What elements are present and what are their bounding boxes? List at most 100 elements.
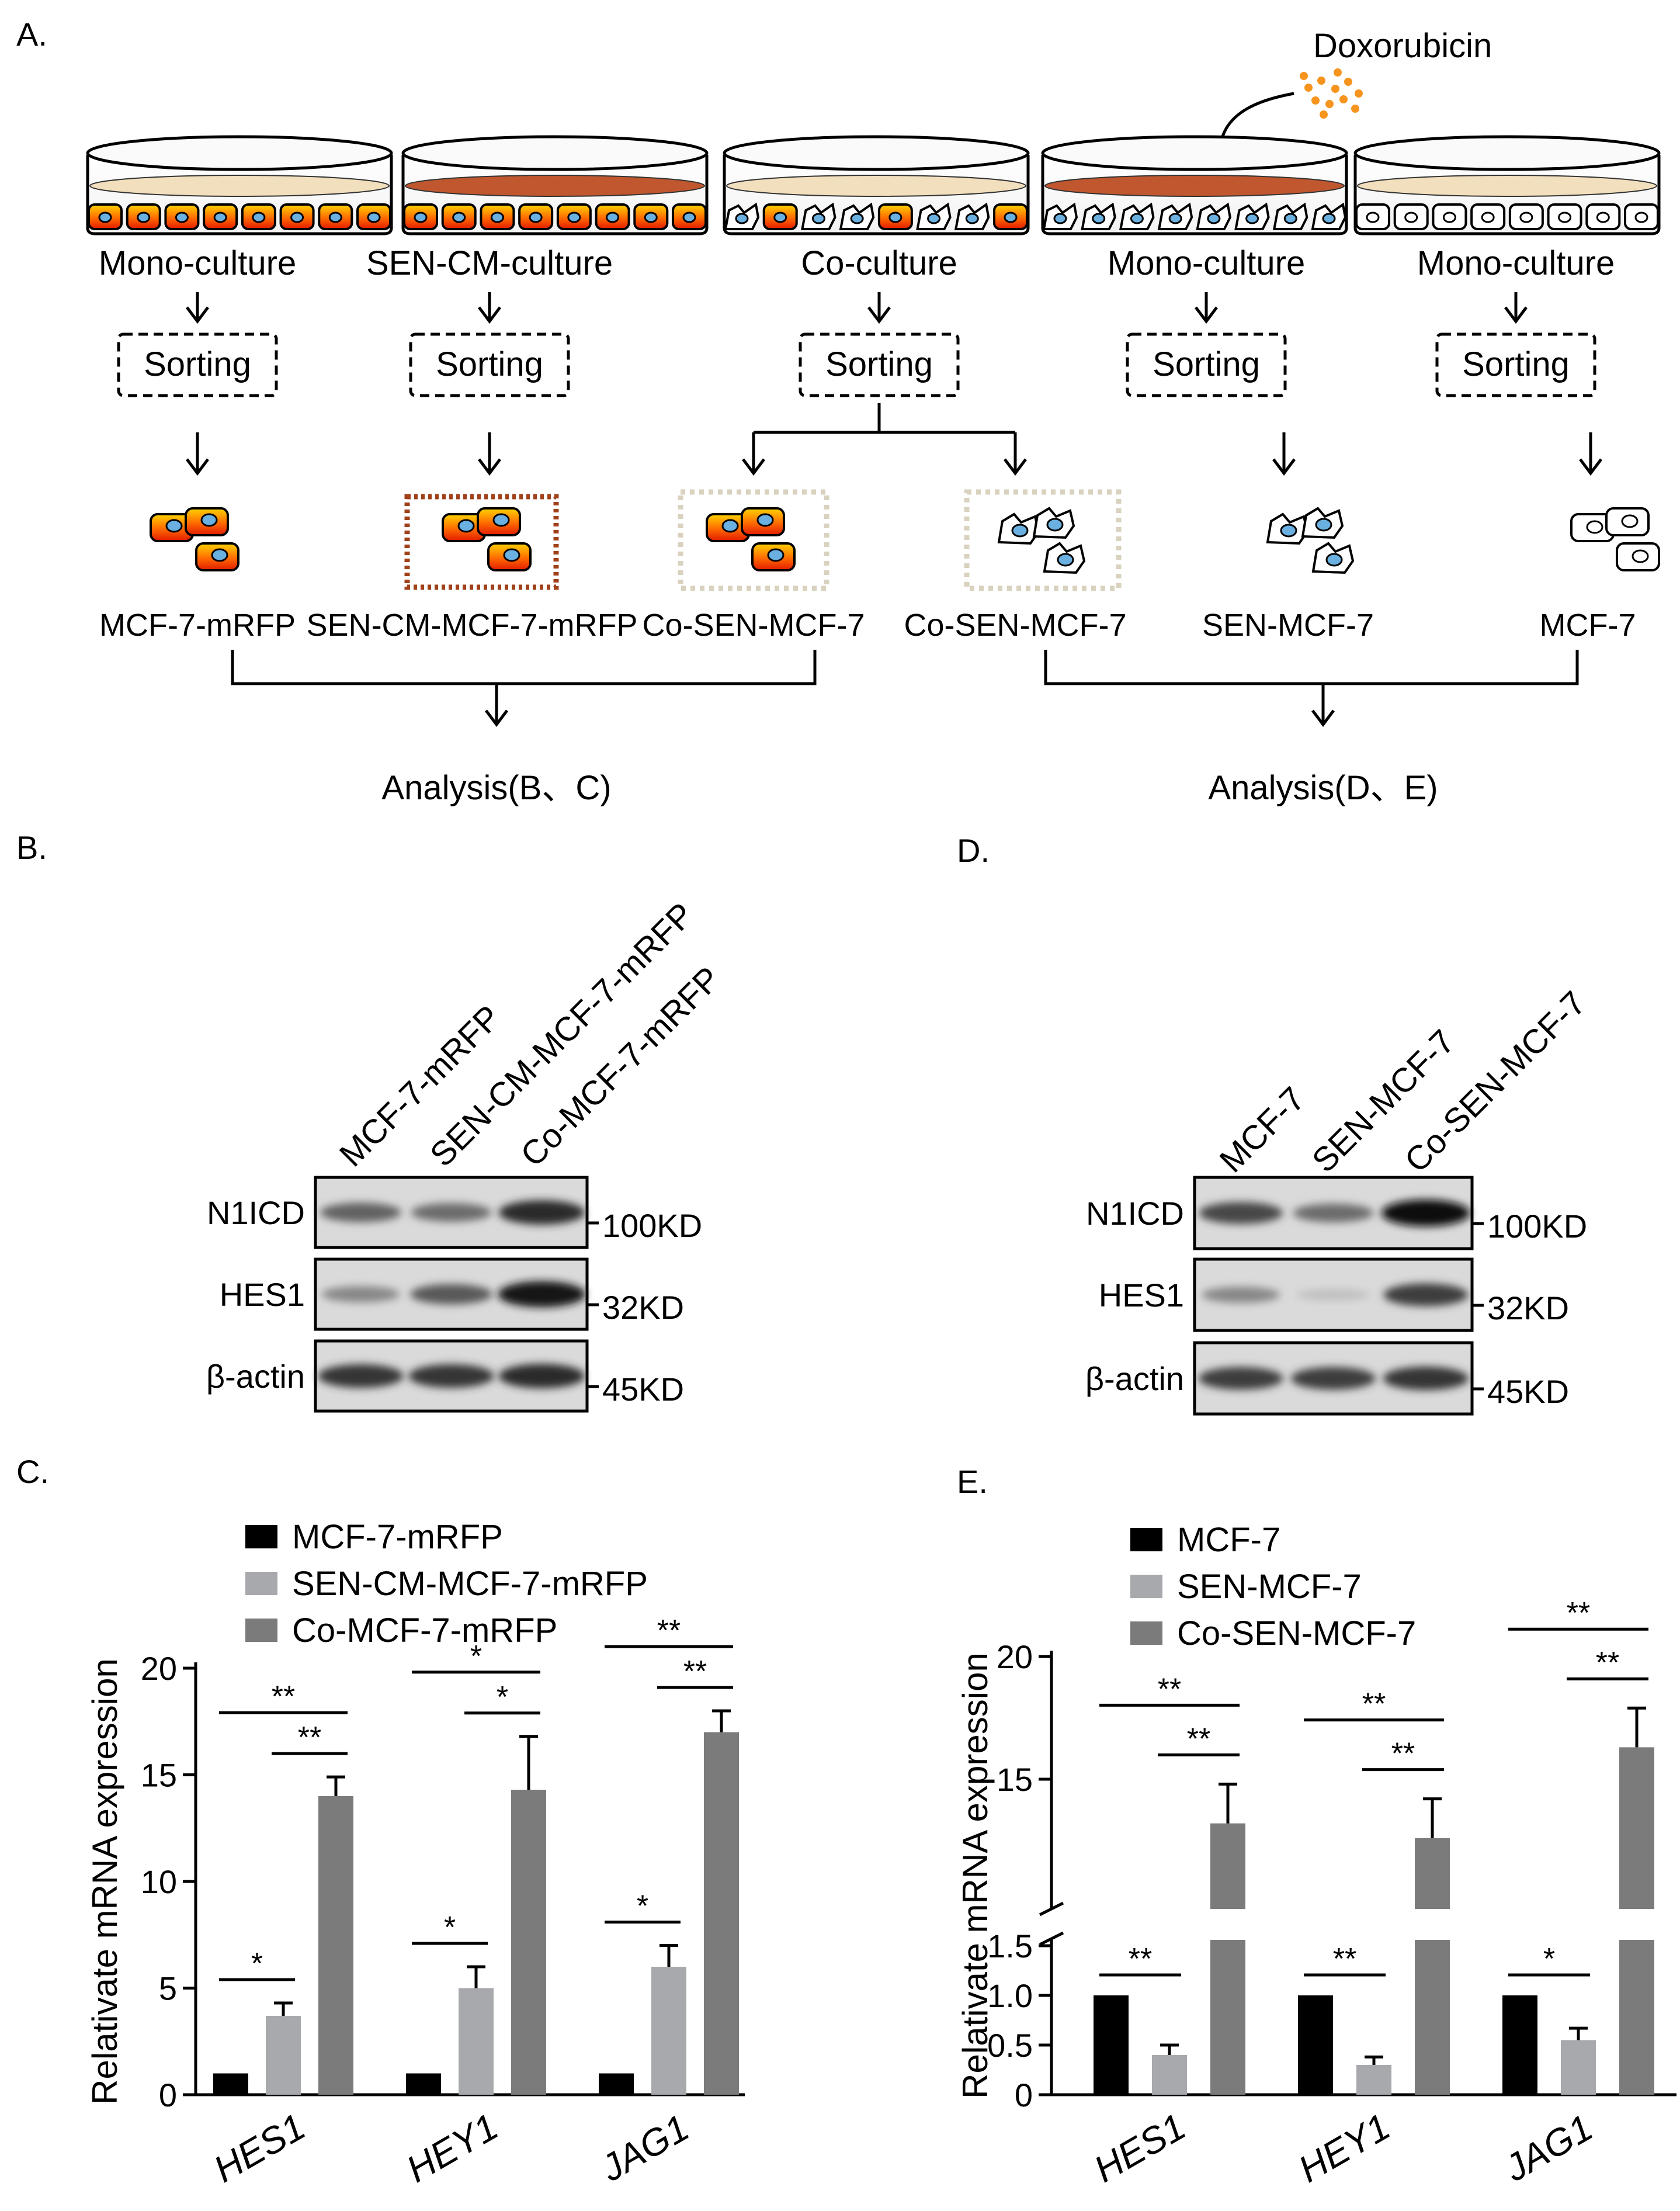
drug-dot (1300, 72, 1308, 80)
bar (1298, 1995, 1333, 2095)
protein-label: HES1 (1099, 1277, 1184, 1314)
cell-nucleus (773, 212, 787, 223)
arrow-to-sorting-head (1195, 306, 1218, 324)
blot-band (318, 1364, 404, 1388)
bar (1561, 2040, 1596, 2095)
size-marker-label: 32KD (602, 1289, 684, 1326)
sorting-label: Sorting (436, 345, 543, 383)
significance-mark: ** (1158, 1672, 1181, 1706)
drug-dot (1317, 77, 1325, 85)
dish-rim (723, 135, 1030, 171)
cell-nucleus (1632, 549, 1649, 563)
dish-medium (1044, 175, 1345, 197)
bar-lower-segment (1415, 1940, 1450, 2095)
category-label: HEY1 (400, 2105, 505, 2191)
workflow-arrows (117, 292, 1602, 727)
bar (511, 1790, 546, 2095)
blot-band (1383, 1366, 1469, 1391)
bar (213, 2073, 248, 2095)
cell-nucleus (965, 213, 979, 224)
significance-mark: ** (272, 1680, 295, 1714)
category-label: HES1 (207, 2105, 313, 2191)
bar (1502, 1995, 1537, 2095)
arrow-to-analysis-head (1311, 709, 1335, 727)
legend-swatch (245, 1572, 277, 1595)
y-tick-label: 20 (997, 1638, 1033, 1675)
sorting-label: Sorting (144, 345, 251, 383)
blot-band (1202, 1287, 1280, 1303)
cell-population-label: SEN-MCF-7 (1202, 608, 1374, 643)
arrow-to-cells-head (1004, 458, 1027, 476)
blot-band (408, 1364, 494, 1388)
drug-dot (1331, 85, 1339, 93)
legend-label: Co-MCF-7-mRFP (292, 1612, 557, 1649)
cell-nucleus (567, 212, 581, 223)
culture-dish-4 (1041, 135, 1348, 235)
y-tick-label: 20 (141, 1650, 177, 1687)
significance-mark: ** (1362, 1687, 1386, 1721)
cell-nucleus (1404, 212, 1418, 223)
y-tick-label: 0 (159, 2077, 177, 2113)
cell-nucleus (756, 513, 774, 527)
bar (318, 1796, 353, 2095)
legend-label: MCF-7-mRFP (292, 1518, 503, 1556)
panel-e-label: E. (957, 1463, 988, 1500)
culture-dish-1 (86, 135, 393, 235)
cell-nucleus (1481, 212, 1495, 223)
dish-rim (1041, 135, 1348, 171)
cell-population-label: MCF-7-mRFP (99, 608, 296, 643)
arrow-to-cells-head (1579, 458, 1602, 476)
cell-nucleus (1315, 518, 1332, 532)
bar (704, 1732, 739, 2095)
cell-nucleus (811, 213, 825, 224)
cell-nucleus (1634, 212, 1648, 223)
cell-nucleus (1053, 213, 1067, 224)
legend-label: SEN-CM-MCF-7-mRFP (292, 1565, 648, 1603)
cell-nucleus (644, 212, 658, 223)
highlight-box-beige (964, 489, 1122, 591)
analysis-left-label: Analysis(B、C) (381, 769, 611, 807)
cell-nucleus (888, 212, 903, 223)
bracket-left (231, 650, 817, 685)
blot-band (1381, 1200, 1470, 1226)
cell-nucleus (211, 548, 228, 562)
cell-nucleus (1092, 213, 1106, 224)
significance-mark: * (470, 1640, 482, 1673)
significance-mark: ** (657, 1614, 681, 1648)
lane-label: MCF-7-mRFP (332, 998, 508, 1174)
blot-band (411, 1203, 492, 1222)
dish-rim (86, 135, 393, 171)
cell-nucleus (1366, 212, 1380, 223)
blot-band (1199, 1202, 1283, 1224)
cell-nucleus (490, 212, 504, 223)
blot-band (1293, 1204, 1374, 1222)
arrow-to-analysis-head (485, 709, 508, 727)
panel-e-bar-chart: E. MCF-7SEN-MCF-7Co-SEN-MCF-700.51.01.51… (956, 1463, 1676, 2191)
arrow-to-sorting-head (478, 306, 501, 324)
cell-nucleus (98, 212, 112, 223)
arrow-to-sorting-head (186, 306, 209, 324)
cell-nucleus (1207, 213, 1221, 224)
legend-swatch (245, 1619, 277, 1642)
bar (1152, 2055, 1187, 2095)
dish-label: Mono-culture (1417, 244, 1615, 282)
size-marker-label: 100KD (1487, 1208, 1587, 1245)
sorting-label: Sorting (1153, 345, 1260, 383)
arrow-to-cells-head (742, 458, 765, 476)
blot-band (320, 1202, 402, 1222)
cell-nucleus (492, 513, 510, 527)
drug-dot (1334, 68, 1342, 77)
bar-upper-segment (1619, 1747, 1654, 1909)
cell-nucleus (137, 212, 151, 223)
cell-nucleus (252, 212, 266, 223)
significance-mark: ** (683, 1655, 707, 1689)
arrow-to-cells-head (186, 458, 209, 476)
drug-dot (1344, 78, 1352, 86)
size-marker-label: 45KD (1487, 1373, 1569, 1410)
drug-dot (1304, 84, 1313, 92)
blot-band (1296, 1289, 1370, 1301)
cell-population-label: MCF-7 (1540, 608, 1636, 643)
y-axis-label: Relativate mRNA expression (956, 1652, 995, 2099)
bar (1356, 2065, 1391, 2095)
arrow-to-cells-head (478, 458, 501, 476)
